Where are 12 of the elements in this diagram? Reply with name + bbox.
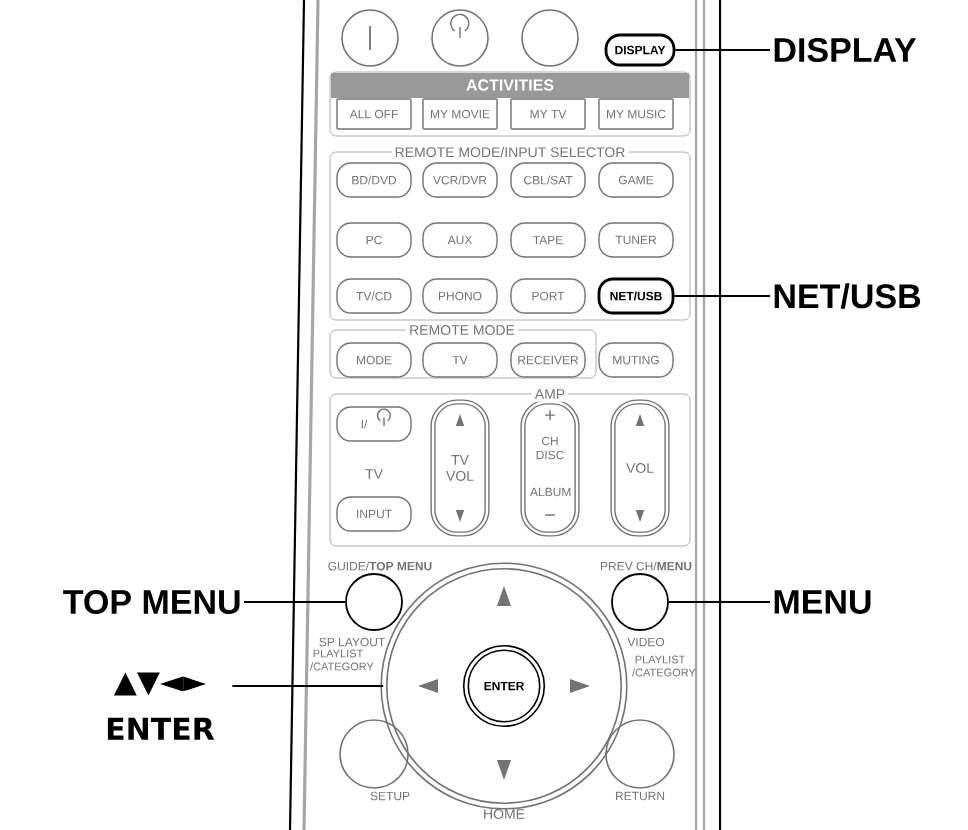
section-header: ACTIVITIES: [331, 73, 689, 98]
callout-label: DISPLAY: [774, 37, 917, 63]
leader-line: [232, 684, 384, 688]
callout-label: ▲▼◄► ENTER: [107, 672, 215, 740]
callout-label: TOP MENU: [63, 589, 240, 615]
leader-line: [244, 600, 346, 604]
callout-label: NET/USB: [774, 283, 921, 309]
callout-label: MENU: [774, 590, 871, 614]
leader-line: [675, 48, 770, 52]
round-button: [521, 9, 579, 67]
leader-line: [674, 294, 770, 298]
leader-line: [668, 600, 770, 604]
